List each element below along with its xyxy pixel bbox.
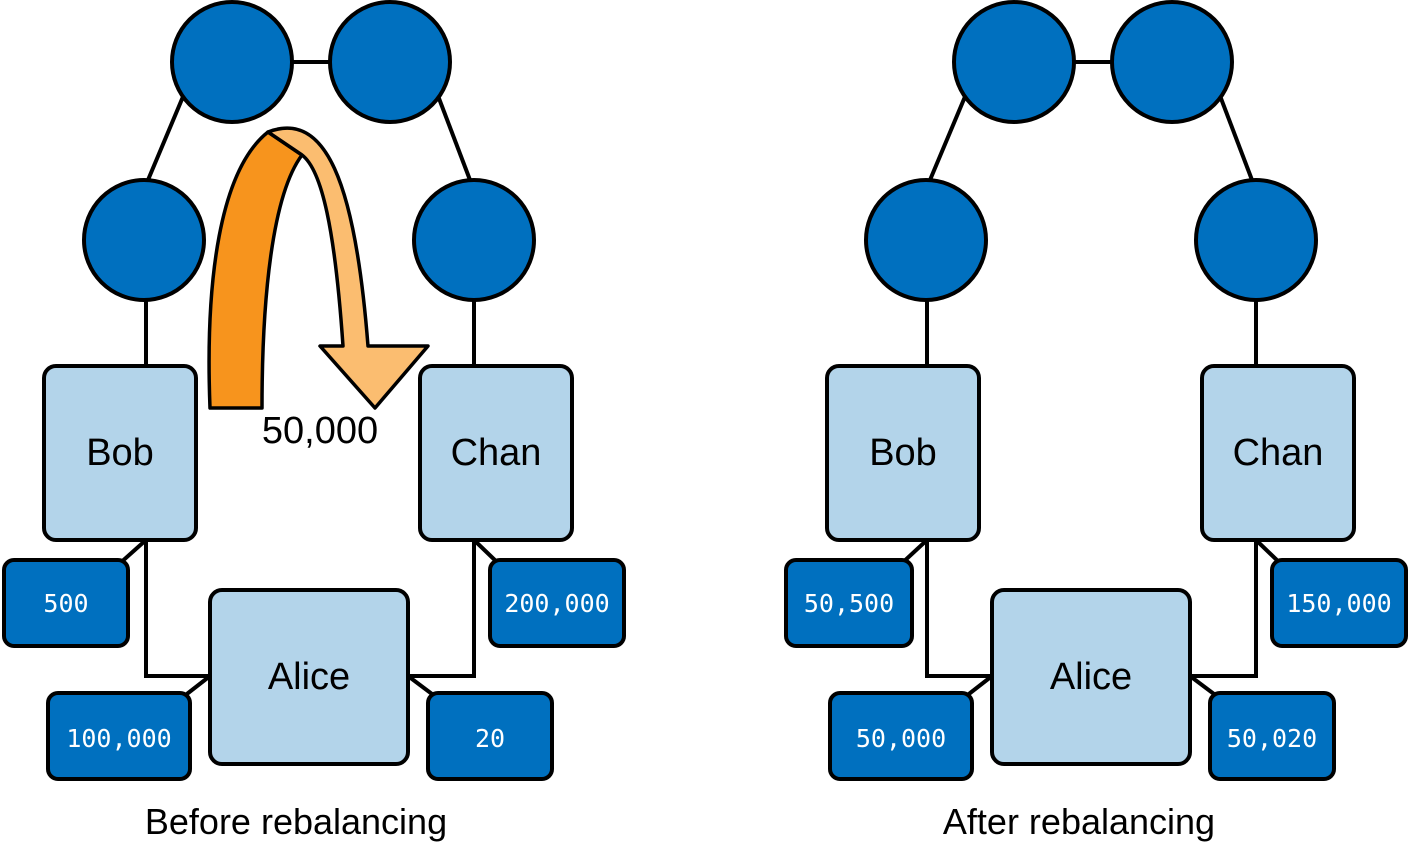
- after-alice-chan-balance: 50,020: [1227, 724, 1317, 753]
- before-panel: 50,000 Bob Chan Alice 500 200,000 100,00…: [2, 0, 626, 842]
- before-route-node-top-right: [328, 0, 452, 124]
- before-route-node-top-left: [170, 0, 294, 124]
- before-chan-box: [418, 364, 574, 542]
- after-alice-bob-balance: 50,000: [856, 724, 946, 753]
- before-alice-bob-balance: 100,000: [66, 724, 171, 753]
- before-chan-balance-box: [488, 558, 626, 648]
- after-chan-balance: 150,000: [1286, 589, 1391, 618]
- before-alice-chan-balance: 20: [475, 724, 505, 753]
- before-caption: Before rebalancing: [145, 801, 447, 842]
- arrow-dark-band: [207, 130, 304, 410]
- curved-arrow-icon: [207, 126, 430, 410]
- before-bob-balance-box: [2, 558, 130, 648]
- after-chan-box: [1200, 364, 1356, 542]
- transfer-amount-label: 50,000: [262, 410, 378, 452]
- before-chan-balance: 200,000: [504, 589, 609, 618]
- after-route-node-left: [864, 178, 988, 302]
- after-alice-label: Alice: [1050, 656, 1132, 698]
- after-route-node-top-right: [1110, 0, 1234, 124]
- before-route-node-left: [82, 178, 206, 302]
- after-alice-box: [990, 588, 1192, 766]
- after-bob-balance: 50,500: [804, 589, 894, 618]
- arrow-light-band: [266, 126, 430, 410]
- before-alice-label: Alice: [268, 656, 350, 698]
- before-alice-bob-balance-box: [46, 691, 192, 781]
- before-alice-box: [208, 588, 410, 766]
- after-bob-box: [825, 364, 981, 542]
- before-route-node-right: [412, 178, 536, 302]
- after-chan-balance-box: [1270, 558, 1408, 648]
- after-alice-chan-balance-box: [1208, 691, 1336, 781]
- after-route-node-top-left: [952, 0, 1076, 124]
- before-chan-label: Chan: [451, 432, 542, 474]
- before-alice-chan-balance-box: [426, 691, 554, 781]
- after-chan-label: Chan: [1233, 432, 1324, 474]
- after-bob-label: Bob: [869, 432, 937, 474]
- after-bob-balance-box: [784, 558, 914, 648]
- before-bob-balance: 500: [43, 589, 88, 618]
- after-panel: Bob Chan Alice 50,500 150,000 50,000 50,…: [784, 0, 1408, 842]
- after-caption: After rebalancing: [943, 801, 1215, 842]
- before-bob-box: [42, 364, 198, 542]
- after-alice-bob-balance-box: [828, 691, 974, 781]
- before-bob-label: Bob: [86, 432, 154, 474]
- after-route-node-right: [1194, 178, 1318, 302]
